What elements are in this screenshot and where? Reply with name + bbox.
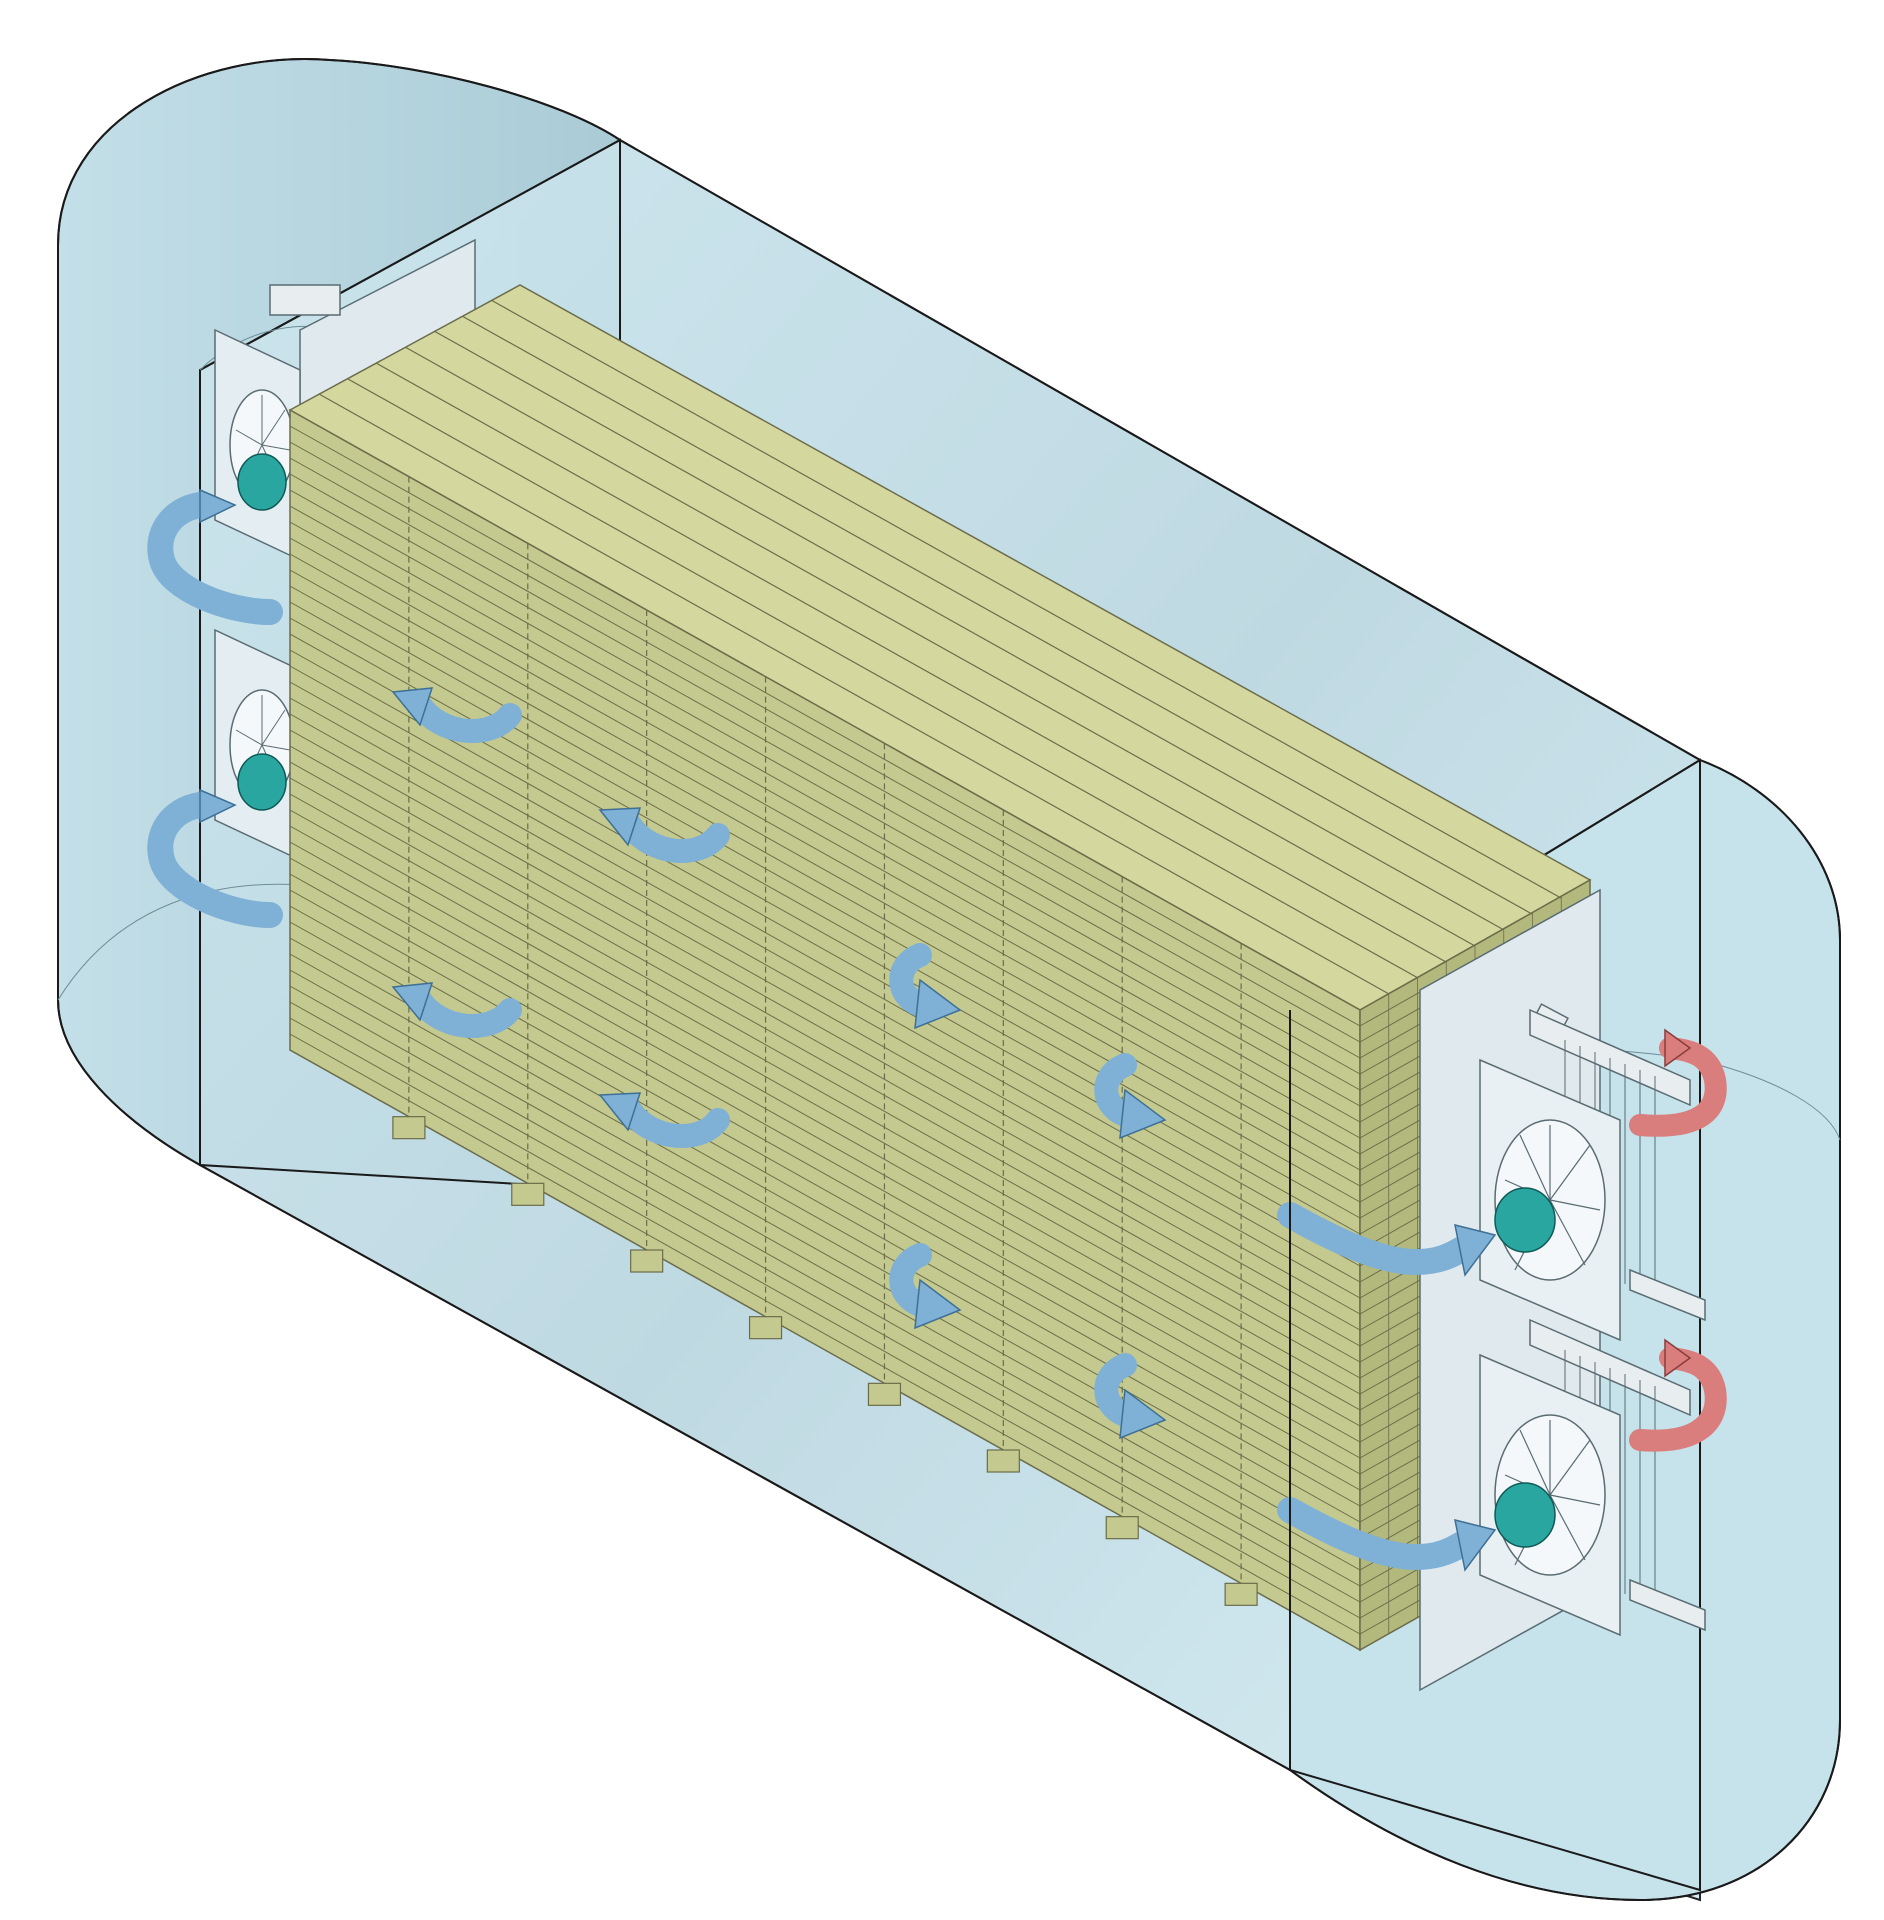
- lumber-base-skids: [392, 1116, 1258, 1606]
- lumber-layer-line: [289, 857, 1361, 1459]
- lumber-layer-line: [289, 665, 1361, 1267]
- face-airflow-arrow-2: [598, 807, 730, 863]
- lumber-layer-line: [289, 585, 1361, 1187]
- lumber-layer-line: [289, 441, 1361, 1043]
- lumber-layer-line: [289, 1033, 1361, 1635]
- lumber-layer-line: [289, 521, 1361, 1123]
- lumber-layer-line: [289, 473, 1361, 1075]
- left-fan-2: [214, 628, 301, 862]
- right-heater-1-hot-arrow: [1629, 1037, 1727, 1137]
- lumber-layer-line: [289, 873, 1361, 1475]
- face-airflow-arrow-6: [1094, 1053, 1167, 1140]
- left-top-rail: [269, 284, 341, 316]
- lumber-layer-line: [289, 809, 1361, 1411]
- lumber-layer-line: [289, 761, 1361, 1363]
- face-airflow-arrow-1: [391, 687, 522, 743]
- lumber-base-skid: [630, 1249, 664, 1273]
- lumber-layer-line: [289, 889, 1361, 1491]
- lumber-base-skid: [748, 1316, 783, 1340]
- lumber-layer-line: [289, 825, 1361, 1427]
- lumber-layer-line: [289, 793, 1361, 1395]
- lumber-layer-line: [289, 569, 1361, 1171]
- chamber-bottom-curve: [57, 999, 1841, 1902]
- right-fan-1: [1277, 1058, 1621, 1342]
- lumber-layer-line: [289, 985, 1361, 1587]
- face-airflow-arrow-5: [889, 943, 962, 1030]
- left-fan-1-motor-icon: [237, 453, 287, 511]
- lumber-layer-line: [289, 601, 1361, 1203]
- face-airflow-arrow-8: [1094, 1353, 1167, 1440]
- lumber-layer-line: [289, 937, 1361, 1539]
- face-airflow-arrow-4: [598, 1092, 730, 1148]
- lumber-layer-line: [289, 505, 1361, 1107]
- lumber-layer-line: [289, 729, 1361, 1331]
- lumber-base-skid: [392, 1116, 426, 1140]
- lumber-layer-line: [289, 649, 1361, 1251]
- lumber-layer-line: [289, 457, 1361, 1059]
- lumber-layer-line: [289, 425, 1361, 1027]
- lumber-layer-line: [289, 489, 1361, 1091]
- left-fan-1: [214, 328, 301, 562]
- lumber-layer-line: [289, 1001, 1361, 1603]
- lumber-layer-line: [289, 953, 1361, 1555]
- left-fan-2-motor-icon: [237, 753, 287, 811]
- right-fan-1-airflow-arrow: [1277, 1202, 1473, 1275]
- lumber-layer-line: [289, 537, 1361, 1139]
- face-airflow-arrow-7: [889, 1243, 962, 1330]
- lumber-base-skid: [867, 1382, 902, 1406]
- lumber-base-skid: [511, 1182, 545, 1206]
- lumber-front-layers: [289, 425, 1361, 1635]
- right-fan-assembly: [1277, 888, 1727, 1692]
- lumber-layer-line: [289, 777, 1361, 1379]
- right-fan-2-motor-icon: [1494, 1482, 1556, 1548]
- lumber-layer-line: [289, 697, 1361, 1299]
- lumber-base-skid: [1224, 1582, 1258, 1606]
- left-airflow-arrow-1: [147, 492, 283, 625]
- right-heater-2-hot-arrow: [1629, 1347, 1727, 1452]
- chamber-top-curve: [57, 58, 1841, 941]
- face-airflow-arrow-3: [391, 982, 522, 1038]
- lumber-base-skid: [1105, 1516, 1139, 1540]
- lumber-base-skid: [986, 1449, 1020, 1473]
- face-airflow: [391, 687, 1167, 1440]
- lumber-layer-line: [289, 553, 1361, 1155]
- lumber-layer-line: [289, 841, 1361, 1443]
- lumber-top-boards: [318, 299, 1562, 995]
- right-fan-2-airflow-arrow: [1277, 1497, 1473, 1570]
- lumber-layer-line: [289, 969, 1361, 1571]
- right-fan-2: [1277, 1353, 1621, 1637]
- lumber-layer-line: [289, 905, 1361, 1507]
- lumber-layer-line: [289, 1017, 1361, 1619]
- lumber-layer-line: [289, 617, 1361, 1219]
- lumber-layer-line: [289, 745, 1361, 1347]
- left-airflow-arrow-2: [147, 792, 283, 928]
- lumber-layer-line: [289, 681, 1361, 1283]
- lumber-layer-line: [289, 713, 1361, 1315]
- right-fan-1-motor-icon: [1494, 1187, 1556, 1253]
